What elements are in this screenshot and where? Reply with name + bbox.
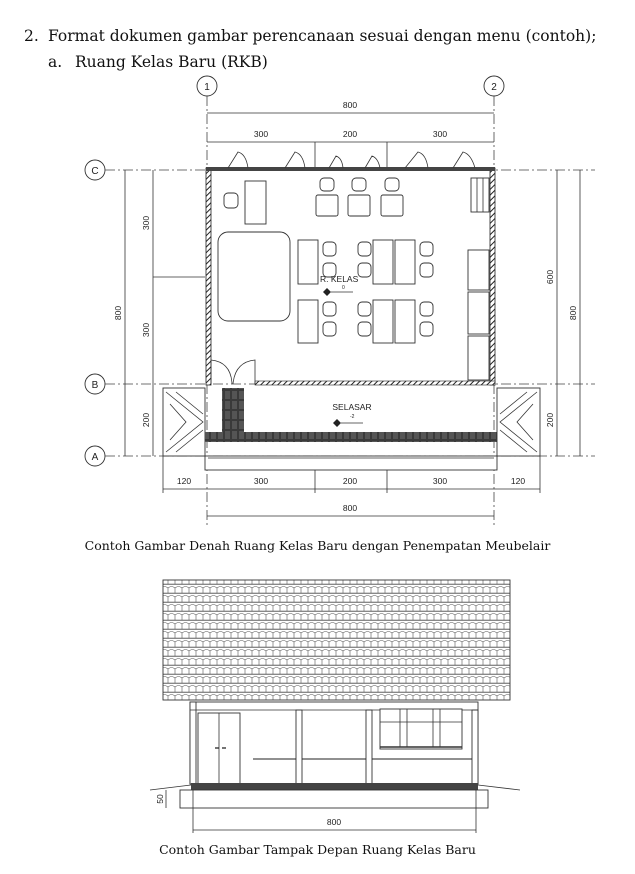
elevation-caption: Contoh Gambar Tampak Depan Ruang Kelas B… — [159, 842, 476, 857]
bottom-dimensions: 120 300 200 300 120 800 — [162, 456, 541, 517]
right-dimensions: 600 200 800 — [545, 170, 581, 456]
svg-text:200: 200 — [343, 129, 357, 139]
svg-text:300: 300 — [254, 476, 268, 486]
svg-text:800: 800 — [343, 503, 357, 513]
grid-bubble-2: 2 — [483, 75, 505, 97]
svg-text:300: 300 — [254, 129, 268, 139]
svg-text:120: 120 — [177, 476, 191, 486]
svg-text:200: 200 — [141, 413, 151, 427]
floor-plan-caption: Contoh Gambar Denah Ruang Kelas Baru den… — [84, 538, 551, 553]
corridor-selasar: SELASAR -2 — [162, 387, 541, 471]
section-heading: 2.Format dokumen gambar perencanaan sesu… — [24, 27, 597, 45]
svg-text:300: 300 — [141, 216, 151, 230]
svg-text:SELASAR: SELASAR — [332, 402, 371, 412]
classroom-furniture — [217, 177, 490, 381]
svg-text:120: 120 — [511, 476, 525, 486]
room-label: R. KELAS 0 — [320, 274, 359, 296]
svg-text:2: 2 — [491, 82, 497, 93]
svg-text:R. KELAS: R. KELAS — [320, 274, 359, 284]
classroom-walls — [205, 151, 496, 386]
svg-text:1: 1 — [204, 82, 210, 93]
svg-text:800: 800 — [327, 817, 341, 827]
subsection-heading: a.Ruang Kelas Baru (RKB) — [48, 53, 268, 71]
svg-text:200: 200 — [545, 413, 555, 427]
svg-text:C: C — [91, 166, 98, 177]
grid-bubble-c: C — [84, 159, 106, 181]
svg-text:-2: -2 — [350, 414, 355, 420]
svg-text:300: 300 — [433, 129, 447, 139]
grid-bubble-1: 1 — [196, 75, 218, 97]
svg-text:A: A — [92, 452, 99, 463]
svg-text:300: 300 — [141, 323, 151, 337]
svg-text:B: B — [92, 380, 99, 391]
svg-text:0: 0 — [342, 285, 345, 291]
svg-text:50: 50 — [155, 794, 165, 804]
svg-text:200: 200 — [343, 476, 357, 486]
left-dimensions: 800 300 300 200 — [113, 170, 205, 456]
svg-text:300: 300 — [433, 476, 447, 486]
grid-bubble-a: A — [84, 445, 106, 467]
grid-bubble-b: B — [84, 373, 106, 395]
top-dimensions: 800 300 200 300 — [207, 100, 494, 168]
svg-text:800: 800 — [343, 100, 357, 110]
svg-text:800: 800 — [113, 306, 123, 320]
svg-text:800: 800 — [568, 306, 578, 320]
front-elevation-drawing — [149, 579, 521, 809]
elevation-dimensions: 50 800 — [155, 790, 477, 833]
svg-text:600: 600 — [545, 270, 555, 284]
